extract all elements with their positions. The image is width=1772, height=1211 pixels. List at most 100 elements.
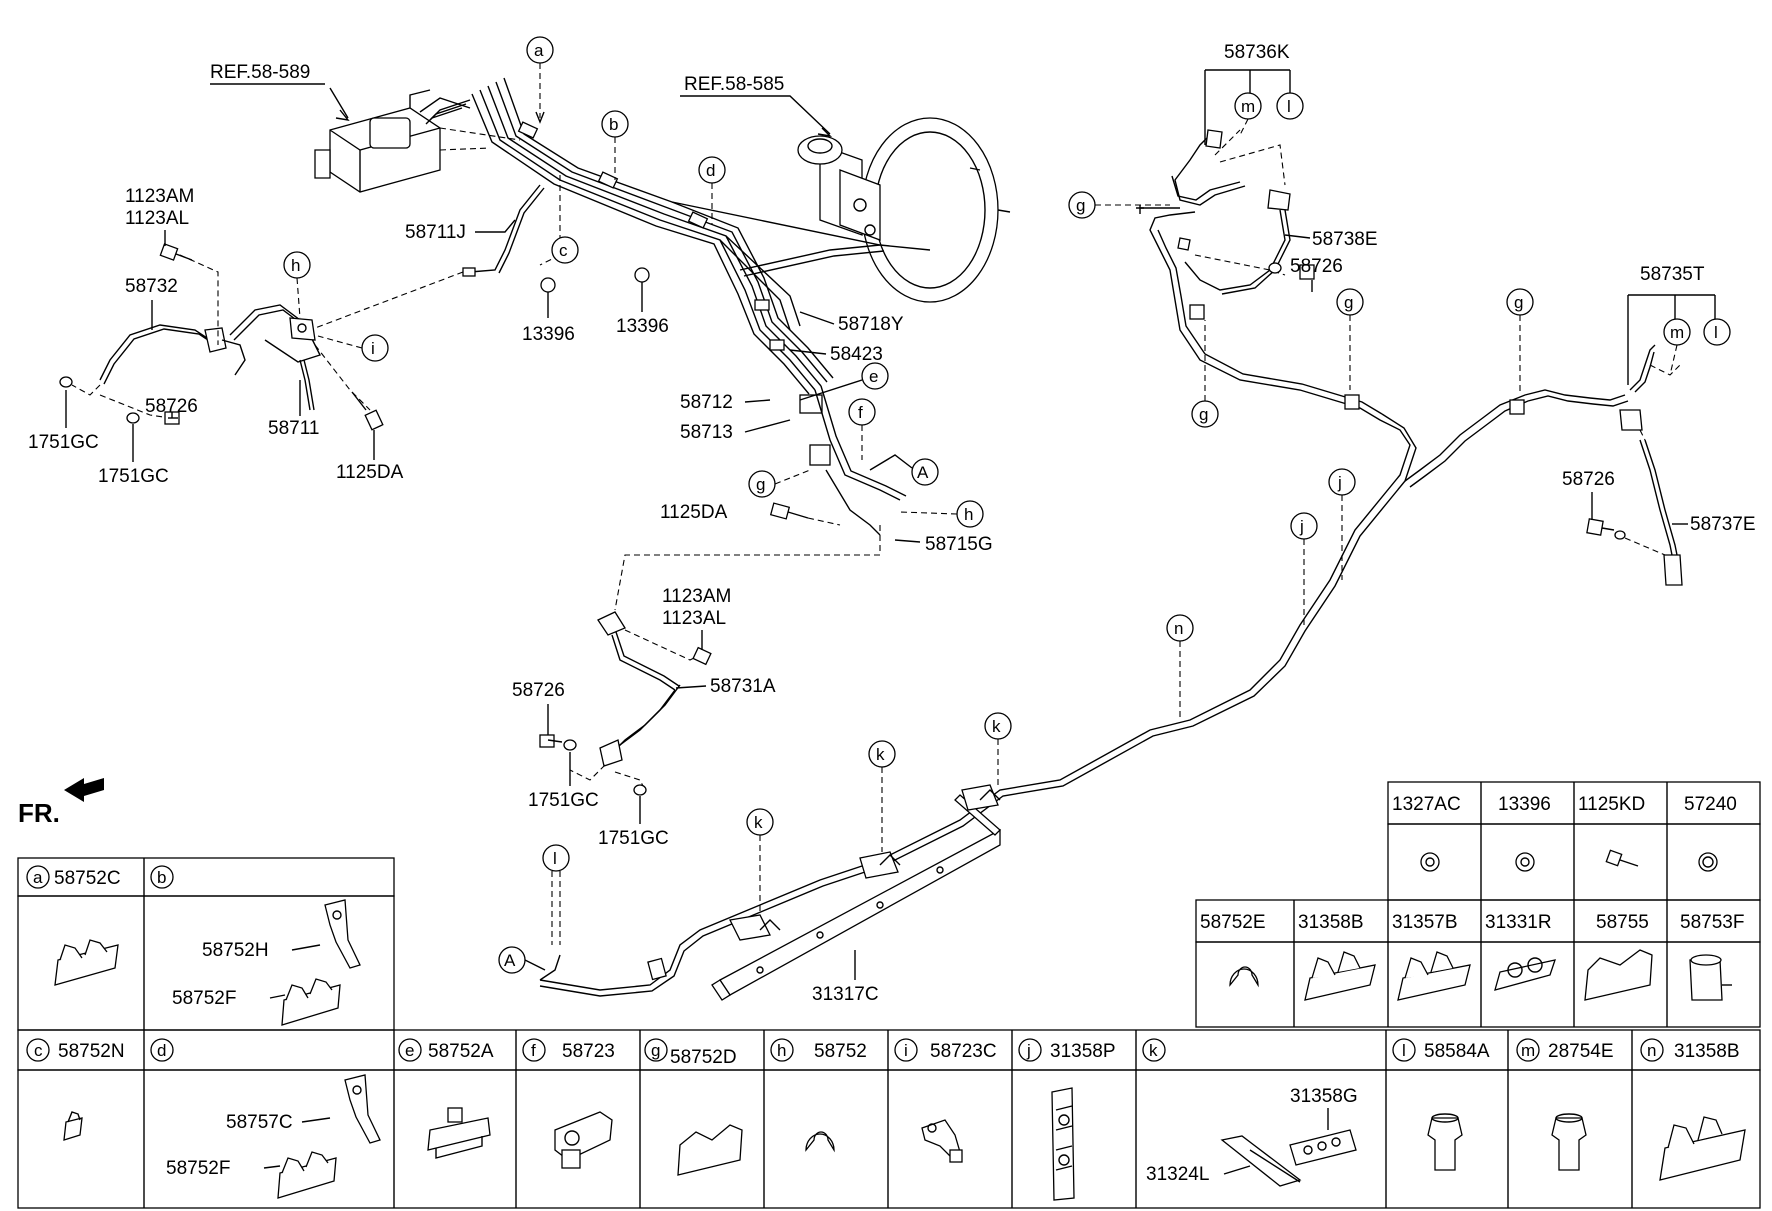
bracket-31317c <box>711 784 1001 1001</box>
clip-31358g-icon <box>1289 1129 1357 1166</box>
table-28754E: 28754E <box>1548 1041 1614 1062</box>
marker-c: c <box>559 241 568 260</box>
pipe-58711j <box>309 175 561 331</box>
callout-58423: 58423 <box>830 344 883 365</box>
table-58752N: 58752N <box>58 1041 125 1062</box>
marker-f: f <box>858 403 863 422</box>
clip-table-cn: c 58752N d e 58752A f 58723 g 58752D h 5… <box>17 1029 1761 1209</box>
clip-31358b-icon <box>1304 951 1376 1001</box>
table-58723: 58723 <box>562 1041 615 1062</box>
table-58752F-b: 58752F <box>172 988 236 1009</box>
table-58752E: 58752E <box>1200 912 1266 933</box>
marker-k-2: k <box>876 745 885 764</box>
table-31358G: 31358G <box>1290 1086 1358 1107</box>
table-marker-c: c <box>34 1041 43 1060</box>
grommet-28754e-icon <box>1551 1113 1587 1171</box>
callout-58732: 58732 <box>125 276 178 297</box>
table-marker-l: l <box>1402 1041 1406 1060</box>
callout-13396-a: 13396 <box>522 324 575 345</box>
marker-l-3: l <box>553 849 557 868</box>
callout-1751GC-b: 1751GC <box>98 466 169 487</box>
fr-label: FR. <box>18 798 60 828</box>
table-marker-j: j <box>1026 1041 1031 1060</box>
callout-58735T: 58735T <box>1640 264 1705 285</box>
callout-58737E: 58737E <box>1690 514 1756 535</box>
marker-n: n <box>1174 619 1183 638</box>
marker-e: e <box>869 367 878 386</box>
marker-b: b <box>609 115 618 134</box>
callout-58711: 58711 <box>268 418 319 439</box>
marker-h-center: h <box>964 505 973 524</box>
marker-g-center: g <box>756 475 765 494</box>
clip-58752f-d-icon <box>277 1151 337 1199</box>
bracket-31324l-icon <box>1220 1135 1302 1187</box>
callout-58713: 58713 <box>680 422 733 443</box>
ref-booster-label: REF.58-585 <box>684 74 784 95</box>
marker-a: a <box>534 41 544 60</box>
left-front-hose-assembly <box>59 243 384 431</box>
clip-31358p-icon <box>1051 1087 1075 1201</box>
marker-A-top: A <box>917 463 929 482</box>
clip-58752e-icon <box>1229 966 1259 988</box>
marker-g-2: g <box>1344 293 1353 312</box>
table-1125KD: 1125KD <box>1578 794 1645 815</box>
table-58752A: 58752A <box>428 1041 494 1062</box>
marker-l-2: l <box>1714 323 1718 342</box>
callout-1125DA-a: 1125DA <box>336 462 404 483</box>
callout-58726-b: 58726 <box>1562 469 1615 490</box>
table-1327AC: 1327AC <box>1392 794 1461 815</box>
table-58752: 58752 <box>814 1041 867 1062</box>
callout-1123AL-b: 1123AL <box>662 608 726 629</box>
marker-k-1: k <box>992 717 1001 736</box>
clip-31331r-icon <box>1494 957 1556 991</box>
marker-A-bottom: A <box>504 951 516 970</box>
clip-58752n-icon <box>63 1111 83 1141</box>
callout-1123AM-b: 1123AM <box>662 586 731 607</box>
table-57240: 57240 <box>1684 794 1737 815</box>
callout-1125DA-b: 1125DA <box>660 502 728 523</box>
table-marker-d: d <box>157 1041 166 1060</box>
marker-h-top: h <box>291 256 300 275</box>
table-58755: 58755 <box>1596 912 1649 933</box>
part-callouts: 58736K 58738E 58726 58735T 58726 58737E … <box>28 42 1756 1005</box>
marker-g-3: g <box>1199 405 1208 424</box>
table-31324L: 31324L <box>1146 1164 1209 1185</box>
marker-k-3: k <box>754 813 763 832</box>
clip-31358b-n-icon <box>1659 1116 1746 1181</box>
clip-58755-icon <box>1584 949 1653 1001</box>
marker-g-1: g <box>1076 196 1085 215</box>
table-marker-f: f <box>531 1041 536 1060</box>
table-58584A: 58584A <box>1424 1041 1490 1062</box>
front-arrow-icon <box>64 778 104 802</box>
bracket-58752h-icon <box>324 899 361 969</box>
table-31358B-n: 31358B <box>1674 1041 1740 1062</box>
rear-left-hose-assembly <box>539 525 881 796</box>
table-58752F-d: 58752F <box>166 1158 230 1179</box>
table-58723C: 58723C <box>930 1041 997 1062</box>
rear-brake-pipe-run <box>539 211 1629 997</box>
table-marker-g: g <box>651 1041 660 1060</box>
table-marker-a: a <box>33 868 43 887</box>
callout-1751GC-a: 1751GC <box>28 432 99 453</box>
callout-1751GC-d: 1751GC <box>598 828 669 849</box>
table-marker-n: n <box>1647 1041 1656 1060</box>
table-31331R: 31331R <box>1485 912 1552 933</box>
clip-58752-icon <box>805 1131 835 1153</box>
clip-58752f-b-icon <box>281 978 341 1026</box>
table-31358P: 31358P <box>1050 1041 1116 1062</box>
table-marker-e: e <box>405 1041 414 1060</box>
callout-58736K: 58736K <box>1224 42 1290 63</box>
bracket-58723-icon <box>554 1111 613 1169</box>
marker-j-2: j <box>1299 517 1304 536</box>
table-58752H: 58752H <box>202 940 269 961</box>
callout-58712: 58712 <box>680 392 733 413</box>
nut-13396-icon <box>1515 852 1535 872</box>
marker-m-1: m <box>1241 97 1255 116</box>
table-13396: 13396 <box>1498 794 1551 815</box>
clip-58752d-icon <box>677 1124 743 1176</box>
table-marker-h: h <box>777 1041 786 1060</box>
brake-booster-assembly: REF.58-585 <box>680 74 1011 303</box>
marker-i: i <box>371 339 375 358</box>
front-pipe-bundle <box>425 77 931 536</box>
